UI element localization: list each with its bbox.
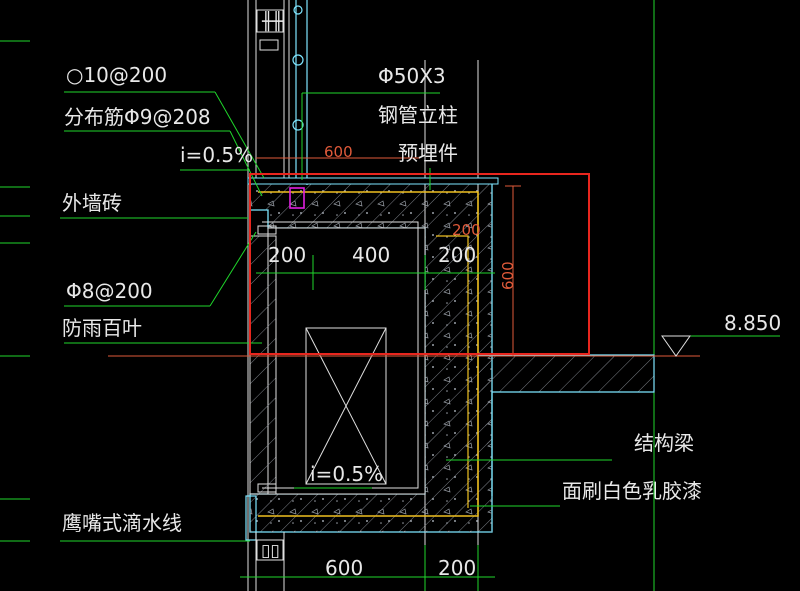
dim-200-left: 200: [268, 243, 306, 267]
window-frame-bottom: ▯▯: [255, 532, 285, 591]
label-embedded: 预埋件: [398, 141, 458, 165]
dimension-lines: [240, 157, 521, 591]
svg-text:▯▯: ▯▯: [261, 541, 280, 561]
highlight-box[interactable]: [249, 173, 590, 355]
label-drip: 鹰嘴式滴水线: [62, 511, 182, 535]
dim-small-200: 200: [452, 221, 481, 239]
dim-400: 400: [352, 243, 390, 267]
label-paint: 面刷白色乳胶漆: [562, 479, 702, 503]
dim-200-right: 200: [438, 243, 476, 267]
label-louver: 防雨百叶: [62, 316, 142, 340]
window-frame-top: ╫╫: [256, 0, 304, 180]
label-slope-top: i=0.5%: [180, 143, 253, 167]
left-edge-ticks: [0, 40, 30, 542]
label-elevation: 8.850: [724, 311, 781, 335]
leader-lines: [60, 91, 780, 542]
label-distribution-rebar: 分布筋Φ9@208: [64, 105, 211, 129]
label-slope-bottom: i=0.5%: [310, 462, 383, 486]
label-beam: 结构梁: [634, 431, 694, 455]
label-steel-post: 钢管立柱: [378, 103, 458, 127]
label-outer-brick: 外墙砖: [62, 191, 122, 215]
dim-bottom-600: 600: [325, 556, 363, 580]
dim-top-600: 600: [324, 143, 353, 161]
label-pipe-spec: Φ50X3: [378, 64, 446, 88]
label-phi8: Φ8@200: [66, 279, 153, 303]
svg-text:╫╫: ╫╫: [261, 11, 283, 32]
dim-vert-600: 600: [499, 261, 517, 290]
gutter-section: [245, 177, 655, 541]
dim-bottom-200: 200: [438, 556, 476, 580]
label-top-rebar: ○10@200: [66, 63, 167, 87]
